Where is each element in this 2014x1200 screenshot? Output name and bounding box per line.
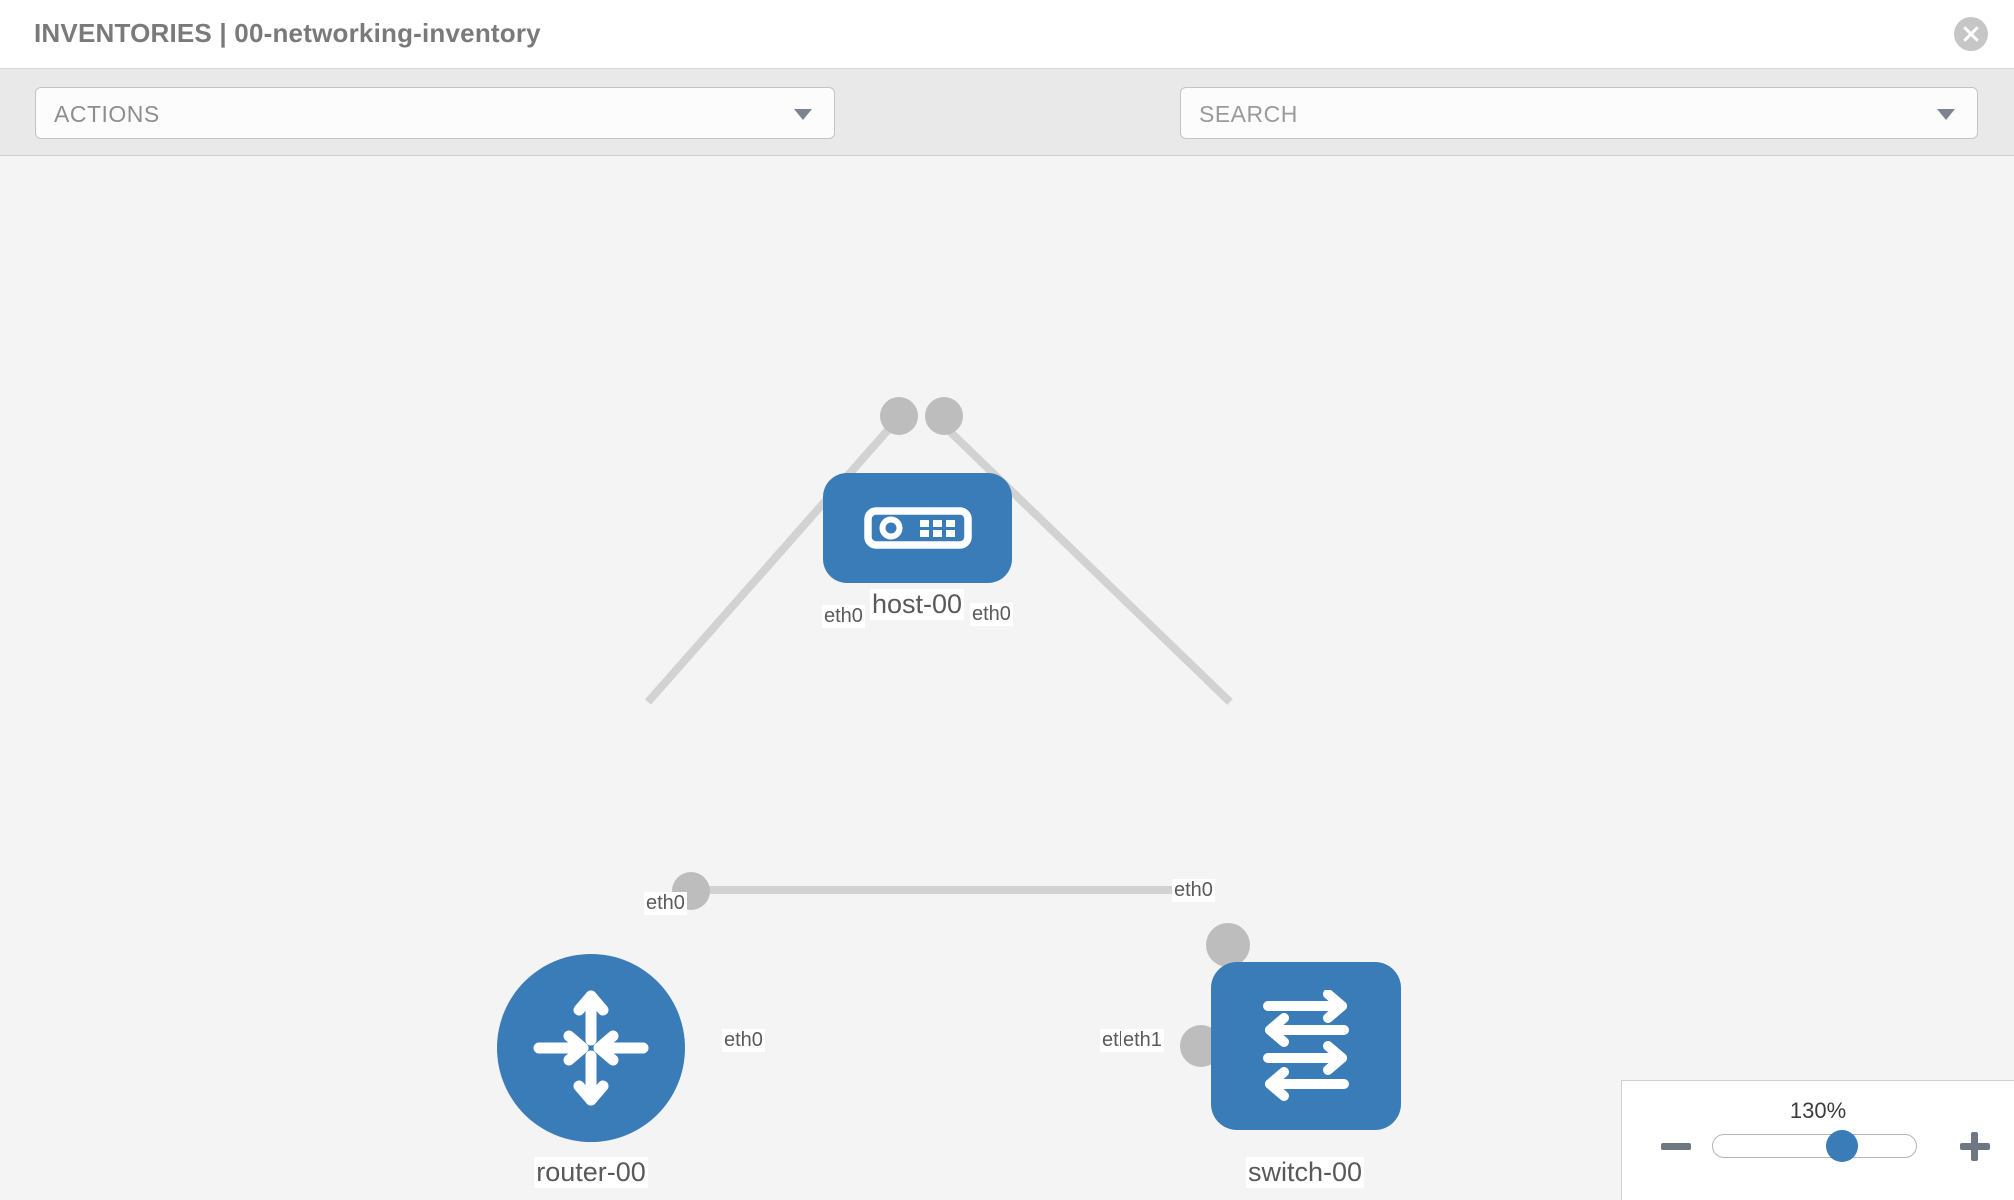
- close-glyph: [1963, 26, 1979, 42]
- socket-switch-upper[interactable]: [1206, 923, 1250, 967]
- node-router-00-shape[interactable]: [497, 954, 685, 1142]
- actions-dropdown-label: ACTIONS: [54, 101, 160, 127]
- chevron-down-icon[interactable]: [1937, 109, 1955, 120]
- zoom-in-button[interactable]: [1958, 1129, 1992, 1163]
- node-switch-00-label: switch-00: [1245, 1157, 1365, 1188]
- zoom-level-value: 130%: [1789, 1098, 1847, 1123]
- socket-host-right[interactable]: [925, 397, 963, 435]
- zoom-slider-thumb[interactable]: [1826, 1130, 1859, 1162]
- port-label-host-left: eth0: [822, 605, 865, 628]
- port-label-switch-left-b: eth1: [1121, 1029, 1164, 1052]
- zoom-control-panel: 130%: [1621, 1080, 2014, 1200]
- port-label-switch-up: eth0: [1172, 879, 1215, 902]
- link-host-router: [645, 419, 898, 705]
- close-icon[interactable]: [1954, 17, 1988, 51]
- topology-links: [645, 419, 1233, 894]
- search-input-value: SEARCH: [1199, 101, 1298, 127]
- port-label-host-right: eth0: [970, 603, 1013, 626]
- port-label-router-up: eth0: [644, 892, 687, 915]
- link-host-switch: [937, 419, 1233, 705]
- node-switch-00-shape[interactable]: [1211, 962, 1401, 1130]
- page-title: INVENTORIES | 00-networking-inventory: [34, 18, 541, 48]
- chevron-down-icon: [794, 109, 812, 120]
- node-router-00-label: router-00: [534, 1157, 648, 1188]
- port-label-router-right: eth0: [722, 1029, 765, 1052]
- switch-arrows-icon: [1263, 990, 1349, 1101]
- search-input[interactable]: SEARCH: [1180, 87, 1978, 139]
- zoom-slider-track[interactable]: [1712, 1134, 1917, 1158]
- toolbar: ACTIONS SEARCH: [0, 69, 2014, 195]
- node-host-00-label: host-00: [869, 589, 965, 620]
- actions-dropdown[interactable]: ACTIONS: [35, 87, 835, 139]
- socket-host-left[interactable]: [880, 397, 918, 435]
- server-icon: [863, 507, 972, 549]
- router-arrows-icon: [533, 990, 649, 1106]
- node-host-00-shape[interactable]: [823, 473, 1012, 583]
- window-header: INVENTORIES | 00-networking-inventory: [0, 0, 2014, 69]
- zoom-out-button[interactable]: [1659, 1129, 1693, 1163]
- topology-canvas[interactable]: host-00 eth0 eth0: [0, 157, 2014, 1200]
